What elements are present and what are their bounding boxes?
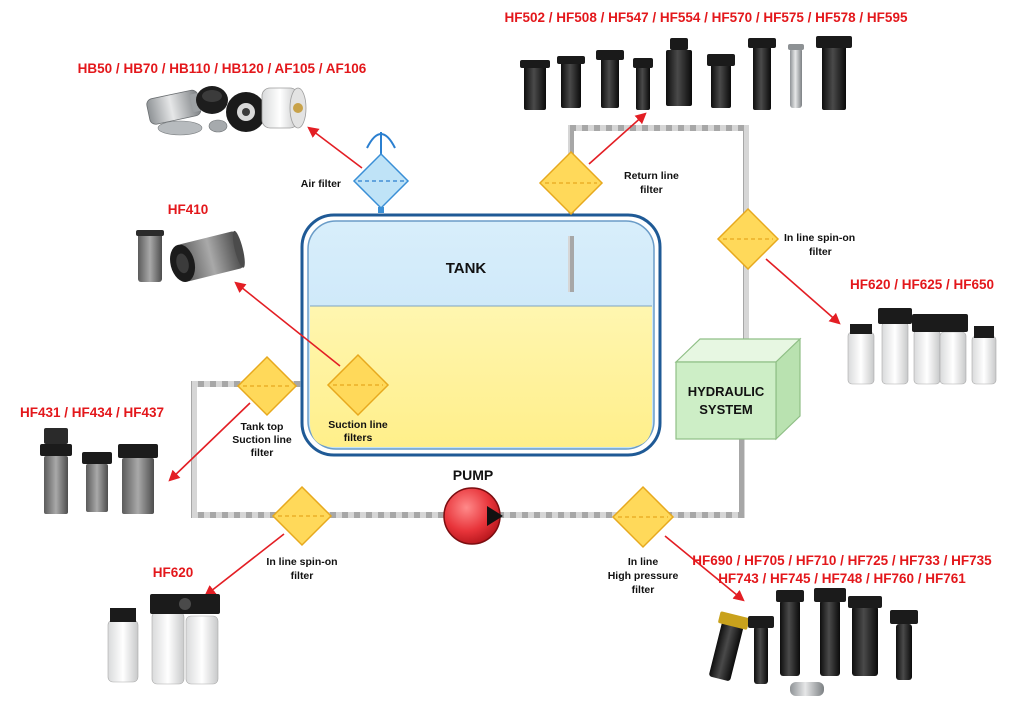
pump: PUMP [443, 467, 503, 545]
arrow-suction [234, 281, 341, 367]
return-line-label-2: filter [640, 184, 663, 196]
high-pressure-filter: In line High pressure filter [608, 485, 679, 596]
pump-label: PUMP [453, 467, 493, 483]
return-line-products-image [520, 36, 852, 110]
part-codes-spin-on-bottom: HF620 [153, 565, 194, 580]
suction-line-label-1: Suction line [328, 419, 388, 431]
inline-spin-on-bottom-label-2: filter [291, 570, 314, 582]
high-pressure-label-1: In line [628, 556, 658, 568]
part-codes-suction-line: HF410 [168, 202, 209, 217]
arrow-spin-on-bottom [204, 533, 285, 597]
air-filter-products-image [146, 86, 307, 136]
inline-spin-on-right-label-1: In line spin-on [784, 232, 855, 244]
arrow-high-pressure [664, 535, 745, 602]
filter-diamond-icon [538, 150, 604, 216]
high-pressure-products-image [709, 588, 918, 696]
hydraulic-box-front [675, 361, 777, 440]
part-codes-return-line: HF502 / HF508 / HF547 / HF554 / HF570 / … [505, 10, 908, 25]
air-filter-label: Air filter [301, 178, 341, 190]
part-codes-air: HB50 / HB70 / HB110 / HB120 / AF105 / AF… [78, 61, 367, 76]
inline-spin-on-filter-right: In line spin-on filter [716, 207, 855, 271]
high-pressure-label-2: High pressure [608, 570, 679, 582]
tank-oil [310, 306, 652, 447]
suction-line-products-image [136, 230, 245, 282]
hydraulic-label-line1: HYDRAULIC [688, 384, 765, 399]
spin-on-right-products-image [847, 308, 997, 385]
air-filter: Air filter [301, 132, 410, 210]
part-codes-high-pressure-1: HF690 / HF705 / HF710 / HF725 / HF733 / … [692, 553, 992, 568]
tank-label: TANK [446, 260, 487, 277]
high-pressure-label-3: filter [632, 584, 655, 596]
suction-line-filter: Suction line filters [326, 353, 390, 444]
hydraulic-label-line2: SYSTEM [699, 402, 752, 417]
return-line-filter: Return line filter [538, 150, 679, 216]
spin-on-bottom-products-image [107, 594, 220, 685]
tank-top-label-3: filter [251, 447, 274, 459]
tank-top-suction-filter: Tank top Suction line filter [232, 355, 298, 459]
arrow-return [588, 112, 647, 165]
callout-arrows [168, 112, 841, 602]
part-codes-tank-top: HF431 / HF434 / HF437 [20, 405, 164, 420]
arrow-tank-top [168, 402, 251, 482]
pipe-right-lower [470, 437, 745, 518]
inline-spin-on-filter-bottom: In line spin-on filter [266, 485, 338, 582]
part-codes-high-pressure-2: HF743 / HF745 / HF748 / HF760 / HF761 [718, 571, 966, 586]
pump-direction-icon [487, 506, 503, 526]
tank-top-label-1: Tank top [241, 421, 284, 433]
tank-top-suction-products-image [40, 428, 158, 514]
inline-spin-on-bottom-label-1: In line spin-on [266, 556, 337, 568]
arrow-air [307, 126, 363, 169]
part-codes-spin-on-right: HF620 / HF625 / HF650 [850, 277, 994, 292]
inline-spin-on-right-label-2: filter [809, 246, 832, 258]
suction-line-label-2: filters [344, 432, 373, 444]
arrow-spin-on-right [765, 258, 841, 325]
tank-top-label-2: Suction line [232, 434, 292, 446]
hydraulic-system-box: HYDRAULIC SYSTEM [674, 337, 802, 441]
return-line-label-1: Return line [624, 170, 679, 182]
